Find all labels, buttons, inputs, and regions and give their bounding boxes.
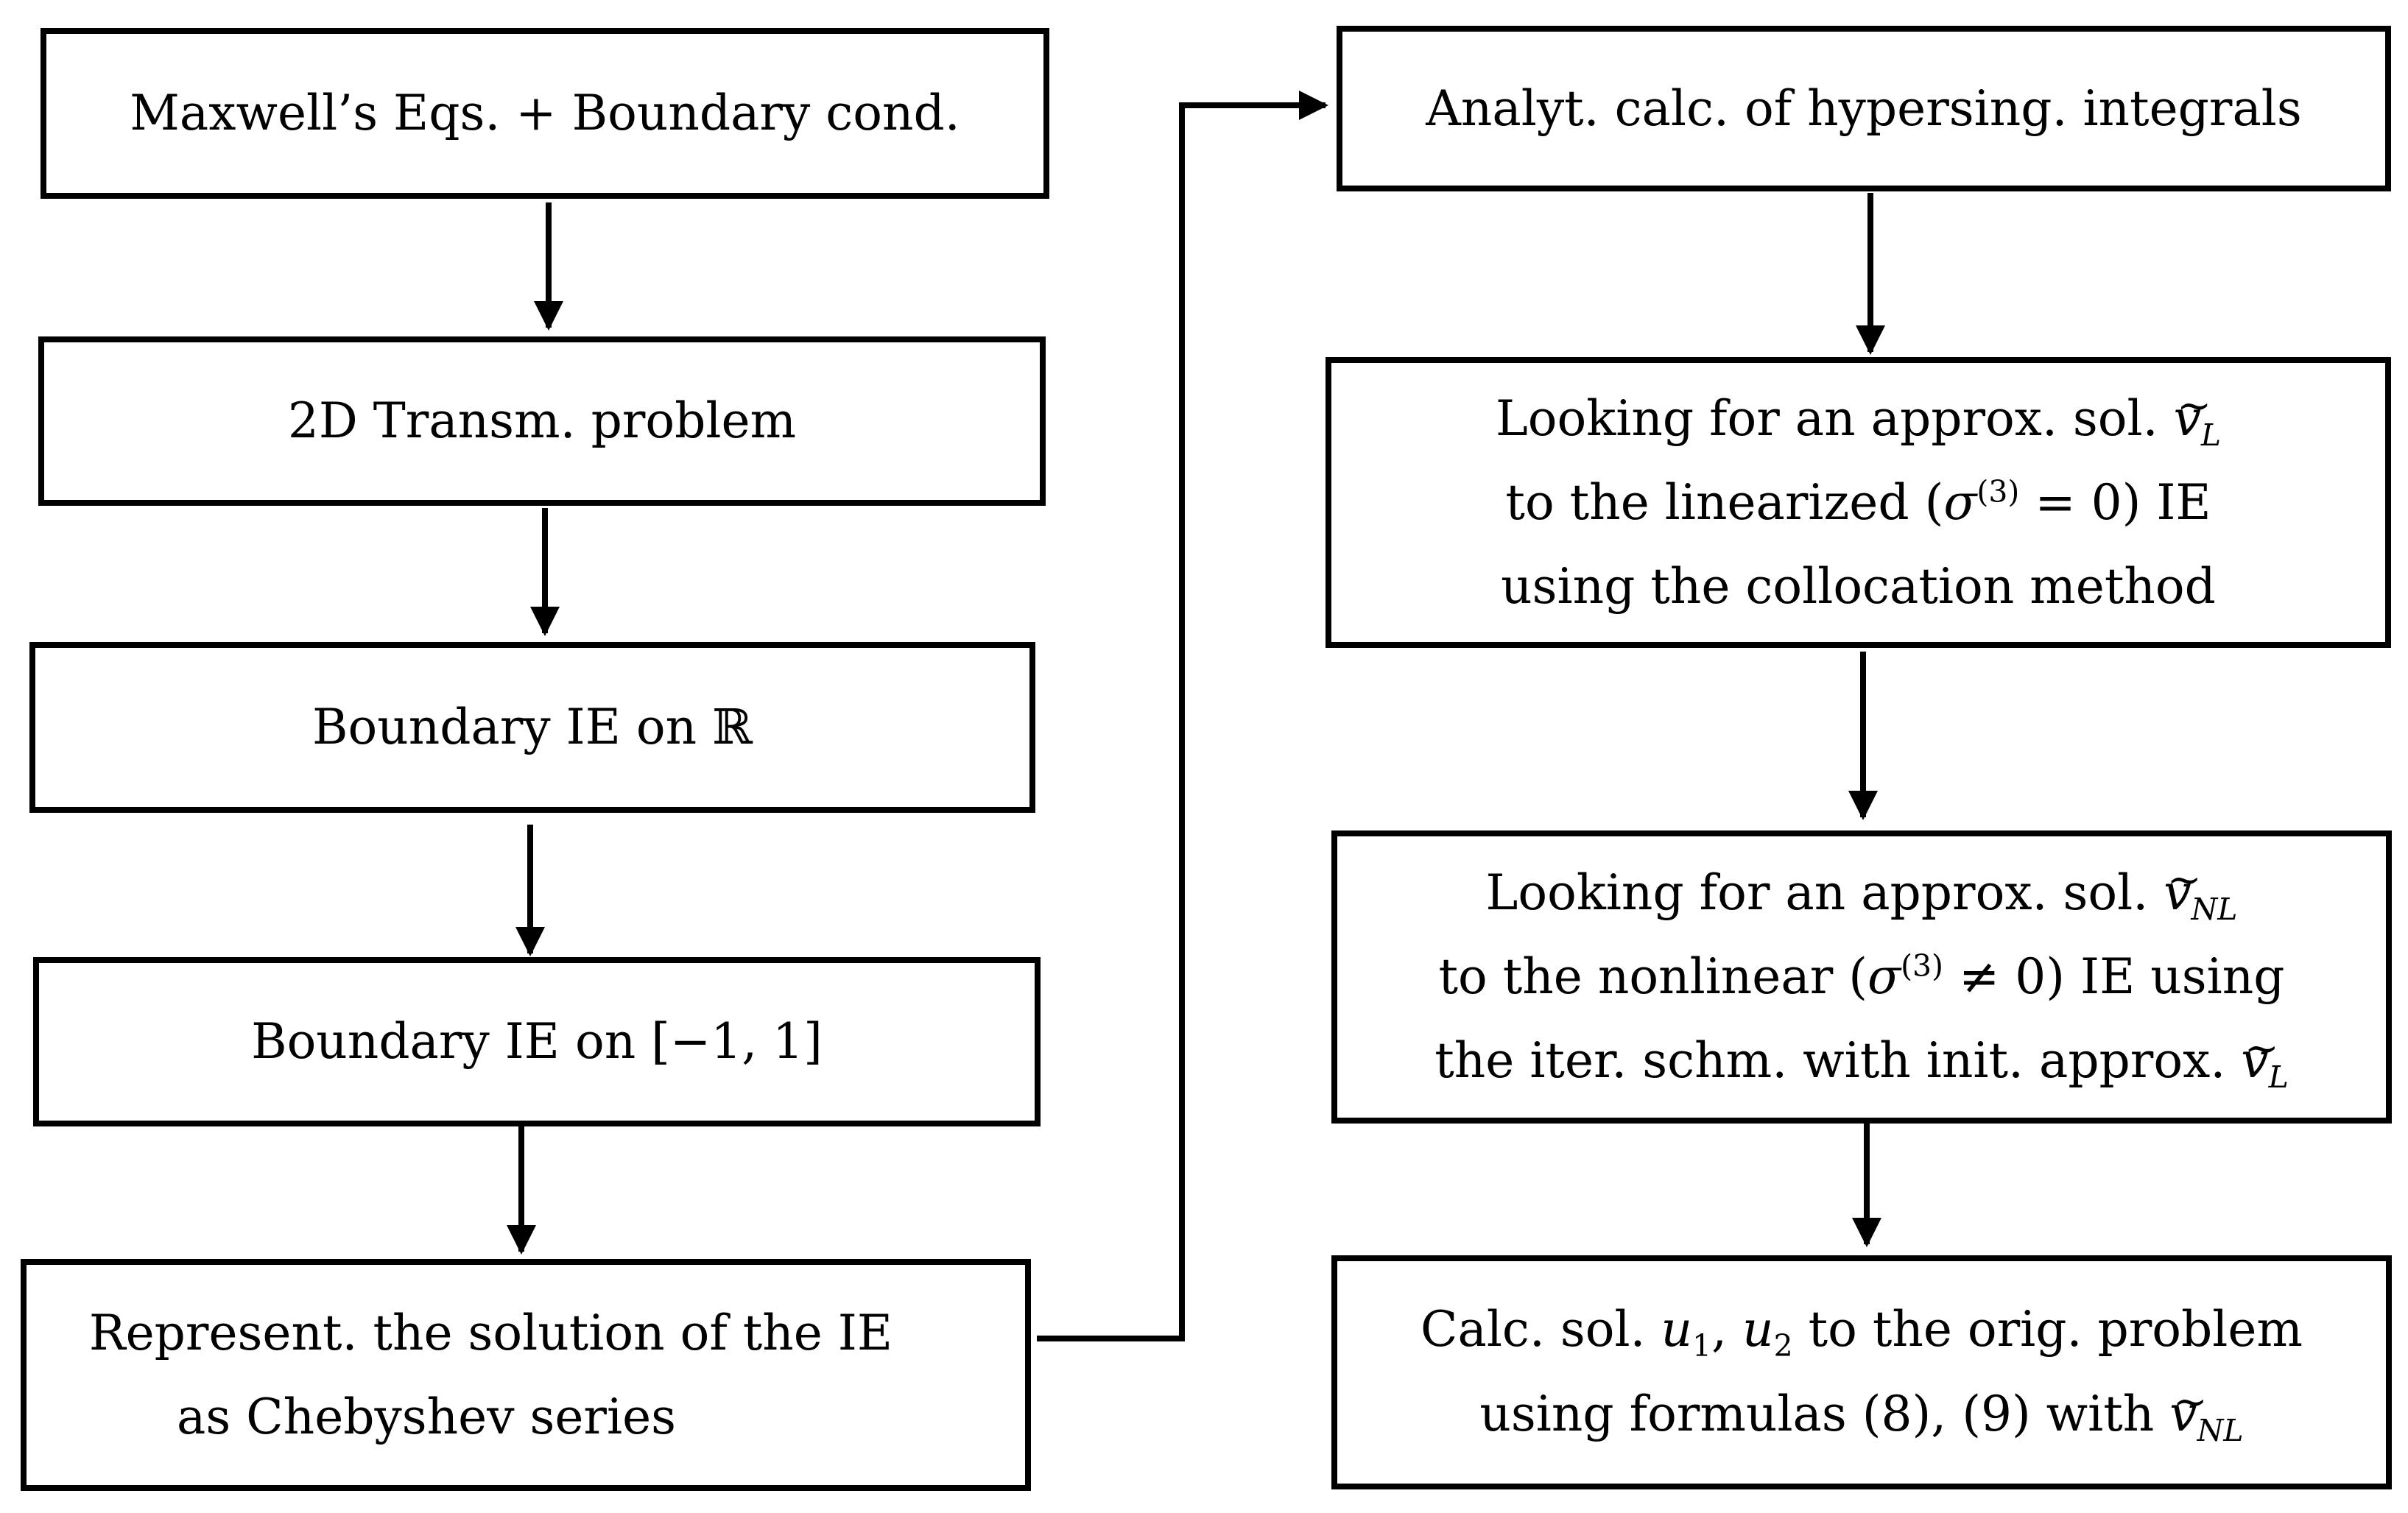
maxwell-text: Maxwell’s Eqs. + Boundary cond.	[130, 85, 960, 142]
u-symbol: u	[1661, 1301, 1693, 1358]
calc-line1: Calc. sol. u1, u2 to the orig. problem	[1420, 1288, 2303, 1372]
subscript-2: 2	[1773, 1328, 1793, 1364]
nonlinear-line1: Looking for an approx. sol. vNL	[1486, 851, 2238, 936]
arrow-chebyshev-to-analyt	[1037, 91, 1328, 1341]
v-tilde-symbol: v	[2164, 864, 2191, 921]
linear-line2-pre: to the linearized (	[1505, 474, 1944, 532]
linear-line3: using the collocation method	[1501, 557, 2216, 615]
v-tilde-symbol: v	[2241, 1032, 2268, 1089]
box-transm: 2D Transm. problem	[38, 336, 1046, 506]
nonlinear-line2-pre: to the nonlinear (	[1438, 948, 1867, 1006]
subscript-1: 1	[1692, 1328, 1712, 1364]
nonlinear-line2: to the nonlinear (σ(3) ≠ 0) IE using	[1439, 935, 2285, 1019]
box-chebyshev: Represent. the solution of the IE as Che…	[21, 1259, 1031, 1491]
linear-line1: Looking for an approx. sol. vL	[1496, 377, 2221, 462]
superscript-3: (3)	[1976, 474, 2020, 510]
comma: ,	[1711, 1301, 1728, 1358]
chebyshev-line1: Represent. the solution of the IE	[88, 1304, 893, 1361]
box-nonlinear: Looking for an approx. sol. vNL to the n…	[1331, 830, 2392, 1124]
ie-interval-text: Boundary IE on [−1, 1]	[251, 1013, 823, 1071]
box-maxwell: Maxwell’s Eqs. + Boundary cond.	[41, 28, 1049, 199]
v-tilde-symbol: v	[2174, 390, 2201, 447]
chebyshev-line2: as Chebyshev series	[176, 1388, 676, 1445]
v-tilde-symbol: v	[2169, 1386, 2197, 1442]
linear-line2: to the linearized (σ(3) = 0) IE	[1505, 461, 2211, 545]
transm-text: 2D Transm. problem	[287, 392, 797, 450]
box-ie-r: Boundary IE on ℝ	[29, 642, 1035, 813]
box-ie-interval: Boundary IE on [−1, 1]	[33, 957, 1041, 1126]
calc-line2-text: using formulas (8), (9) with	[1479, 1386, 2155, 1442]
u-symbol: u	[1742, 1301, 1774, 1358]
nonlinear-line1-text: Looking for an approx. sol.	[1485, 864, 2149, 921]
box-linear: Looking for an approx. sol. vL to the li…	[1326, 357, 2391, 648]
analyt-text: Analyt. calc. of hypersing. integrals	[1426, 80, 2302, 137]
nonlinear-line3: the iter. schm. with init. approx. vL	[1434, 1019, 2289, 1104]
nonlinear-line2-neq: ≠ 0) IE using	[1943, 948, 2285, 1006]
nonlinear-line3-text: the iter. schm. with init. approx.	[1434, 1031, 2226, 1089]
calc-line1-pre: Calc. sol.	[1420, 1301, 1646, 1358]
sigma-symbol: σ	[1867, 948, 1901, 1006]
calc-line1-post: to the orig. problem	[1808, 1301, 2303, 1358]
linear-line1-text: Looking for an approx. sol.	[1495, 389, 2158, 447]
box-analyt: Analyt. calc. of hypersing. integrals	[1337, 26, 2391, 191]
calc-line2: using formulas (8), (9) with vNL	[1479, 1372, 2243, 1457]
sigma-symbol: σ	[1943, 474, 1977, 532]
box-calc: Calc. sol. u1, u2 to the orig. problem u…	[1331, 1255, 2392, 1489]
ie-r-text: Boundary IE on ℝ	[312, 699, 753, 756]
linear-line2-eq: = 0) IE	[2019, 474, 2211, 532]
superscript-3: (3)	[1901, 948, 1944, 984]
